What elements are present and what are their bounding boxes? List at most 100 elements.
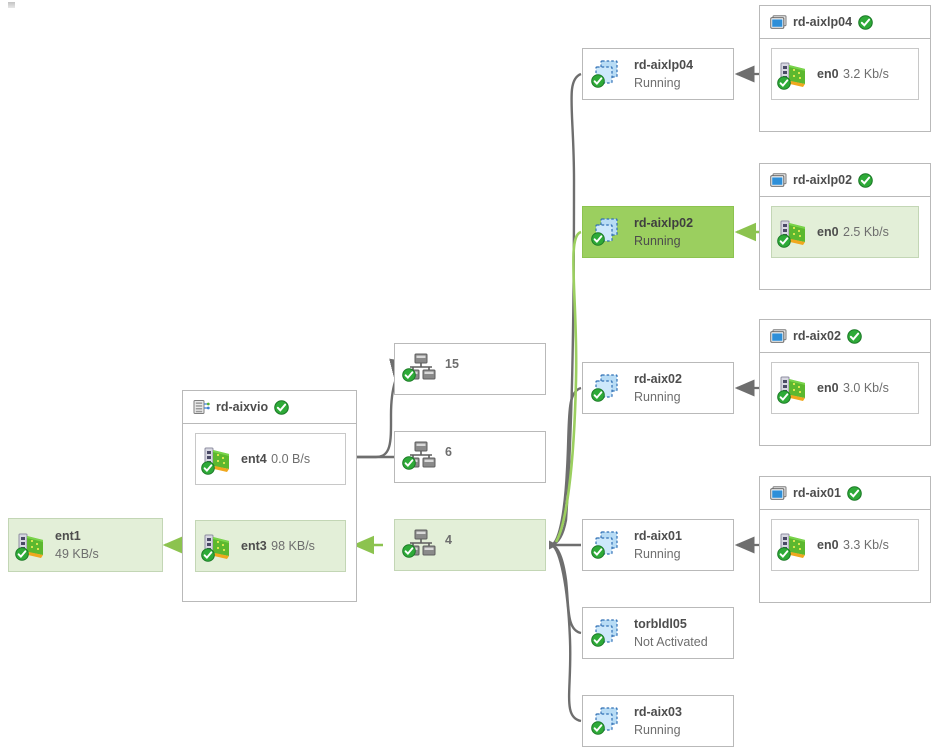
lpar-state: Running: [634, 722, 681, 737]
edge-lpar-aix02: [551, 386, 582, 547]
lpar-state: Running: [634, 389, 681, 404]
vlan-switch-icon: [402, 441, 437, 470]
edge-lpar-torbldl05: [551, 543, 582, 635]
green-check-badge: [591, 545, 605, 559]
adapter-rate: 3.2 Kb/s: [843, 67, 889, 81]
adapter-rate: 98 KB/s: [271, 539, 315, 553]
vlan-id: 4: [445, 533, 452, 547]
lpar-icon: [591, 706, 625, 736]
green-check-badge: [591, 232, 605, 246]
green-check-badge: [274, 399, 289, 415]
lpar-icon: [591, 530, 625, 560]
host-adapter-en0[interactable]: en0 3.3 Kb/s: [771, 519, 919, 571]
lpar-name: rd-aix03: [634, 705, 682, 720]
host-name: rd-aix01: [793, 486, 841, 500]
os-window-icon: [770, 172, 787, 188]
network-adapter-icon: [777, 374, 809, 404]
host-panel-rd-aix01[interactable]: rd-aix01: [759, 476, 931, 603]
adapter-name: en0: [817, 381, 839, 395]
host-name: rd-aixlp04: [793, 15, 853, 29]
host-header[interactable]: rd-aix01: [760, 477, 930, 510]
adapter-rate: 3.3 Kb/s: [843, 538, 889, 552]
host-header[interactable]: rd-aixlp02: [760, 164, 930, 197]
adapter-name: ent3: [241, 539, 267, 553]
network-adapter-icon: [777, 60, 809, 90]
green-check-badge: [777, 390, 791, 404]
lpar-icon: [591, 217, 625, 247]
adapter-name: en0: [817, 538, 839, 552]
vlan-box-15[interactable]: 15: [394, 343, 546, 395]
network-adapter-icon: [201, 532, 233, 562]
lpar-box-rd-aix01[interactable]: rd-aix01 Running: [582, 519, 734, 571]
lpar-state: Running: [634, 546, 681, 561]
adapter-ent3[interactable]: ent3 98 KB/s: [195, 520, 346, 572]
lpar-state: Running: [634, 233, 681, 248]
lpar-state: Running: [634, 75, 681, 90]
host-name: rd-aixlp02: [793, 173, 853, 187]
host-panel-rd-aix02[interactable]: rd-aix02: [759, 319, 931, 446]
edge-lpar-aixlp02-selected: [554, 230, 582, 543]
host-adapter-en0[interactable]: en0 3.2 Kb/s: [771, 48, 919, 100]
lpar-box-torbldl05[interactable]: torbldl05 Not Activated: [582, 607, 734, 659]
scroll-artifact: [8, 2, 15, 8]
adapter-rate: 49 KB/s: [55, 546, 99, 561]
green-check-badge: [201, 548, 215, 562]
lpar-name: rd-aix01: [634, 529, 682, 544]
edge-lpar-aixlp04: [551, 72, 582, 547]
os-window-icon: [770, 328, 787, 344]
green-check-badge: [858, 14, 873, 30]
vlan-switch-icon: [402, 529, 437, 558]
vlan-id: 6: [445, 445, 452, 459]
host-panel-rd-aixlp04[interactable]: rd-aixlp04: [759, 5, 931, 132]
lpar-name: rd-aix02: [634, 372, 682, 387]
adapter-ent1[interactable]: ent1 49 KB/s: [8, 518, 163, 572]
green-check-badge: [402, 456, 416, 470]
host-name: rd-aix02: [793, 329, 841, 343]
host-adapter-en0[interactable]: en0 2.5 Kb/s: [771, 206, 919, 258]
lpar-icon: [591, 59, 625, 89]
vio-server-panel[interactable]: rd-aixvio: [182, 390, 357, 602]
green-check-badge: [858, 172, 873, 188]
os-window-icon: [770, 485, 787, 501]
lpar-box-rd-aix02[interactable]: rd-aix02 Running: [582, 362, 734, 414]
vlan-box-6[interactable]: 6: [394, 431, 546, 483]
adapter-rate: 2.5 Kb/s: [843, 225, 889, 239]
green-check-badge: [777, 234, 791, 248]
adapter-name: ent1: [55, 529, 81, 544]
vlan-switch-icon: [402, 353, 437, 382]
host-adapter-en0[interactable]: en0 3.0 Kb/s: [771, 362, 919, 414]
vio-server-header[interactable]: rd-aixvio: [183, 391, 356, 424]
vlan-box-4[interactable]: 4: [394, 519, 546, 571]
host-header[interactable]: rd-aix02: [760, 320, 930, 353]
lpar-name: rd-aixlp04: [634, 58, 694, 73]
adapter-name: en0: [817, 225, 839, 239]
green-check-badge: [777, 547, 791, 561]
green-check-badge: [847, 328, 862, 344]
adapter-rate: 0.0 B/s: [271, 452, 311, 466]
lpar-state: Not Activated: [634, 634, 708, 649]
lpar-icon: [591, 373, 625, 403]
adapter-ent4[interactable]: ent4 0.0 B/s: [195, 433, 346, 485]
adapter-name: ent4: [241, 452, 267, 466]
green-check-badge: [15, 547, 29, 561]
vio-server-name: rd-aixvio: [216, 400, 269, 414]
lpar-box-rd-aix03[interactable]: rd-aix03 Running: [582, 695, 734, 747]
lpar-name: rd-aixlp02: [634, 216, 694, 231]
network-adapter-icon: [777, 218, 809, 248]
adapter-rate: 3.0 Kb/s: [843, 381, 889, 395]
network-adapter-icon: [777, 531, 809, 561]
host-panel-rd-aixlp02[interactable]: rd-aixlp02: [759, 163, 931, 290]
host-header[interactable]: rd-aixlp04: [760, 6, 930, 39]
lpar-box-rd-aixlp02[interactable]: rd-aixlp02 Running: [582, 206, 734, 258]
network-adapter-icon: [15, 531, 47, 561]
green-check-badge: [847, 485, 862, 501]
green-check-badge: [591, 388, 605, 402]
lpar-box-rd-aixlp04[interactable]: rd-aixlp04 Running: [582, 48, 734, 100]
network-adapter-icon: [201, 445, 233, 475]
green-check-badge: [591, 74, 605, 88]
os-window-icon: [770, 14, 787, 30]
green-check-badge: [402, 368, 416, 382]
lpar-icon: [591, 618, 625, 648]
adapter-name: en0: [817, 67, 839, 81]
